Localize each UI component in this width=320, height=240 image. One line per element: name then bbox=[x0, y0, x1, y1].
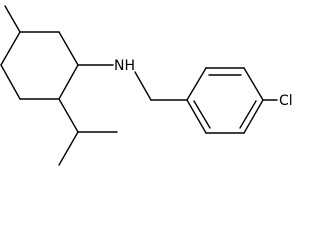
atom-labels: NH Cl bbox=[114, 58, 293, 109]
bond-isopropyl-2 bbox=[58, 131, 79, 166]
chemical-structure: NH Cl bbox=[0, 5, 293, 166]
bond-benzene-6 bbox=[186, 99, 207, 134]
bond-ring-3 bbox=[58, 64, 79, 100]
bond-ring-6 bbox=[0, 31, 21, 66]
bond-benzene-double-2 bbox=[239, 100, 257, 129]
bond-methyl bbox=[4, 5, 21, 33]
bond-benzene-3 bbox=[243, 67, 264, 101]
bond-n-ch2 bbox=[134, 71, 152, 101]
bond-ring-5 bbox=[0, 64, 21, 100]
bond-ring-2 bbox=[58, 31, 79, 66]
chlorine-label: Cl bbox=[279, 93, 293, 109]
bond-benzene-4 bbox=[243, 99, 264, 134]
amine-label: NH bbox=[114, 58, 135, 74]
bond-isopropyl-1 bbox=[58, 98, 79, 133]
bond-benzene-1 bbox=[186, 67, 207, 101]
bonds bbox=[0, 5, 278, 166]
bond-benzene-double-3 bbox=[193, 100, 211, 129]
